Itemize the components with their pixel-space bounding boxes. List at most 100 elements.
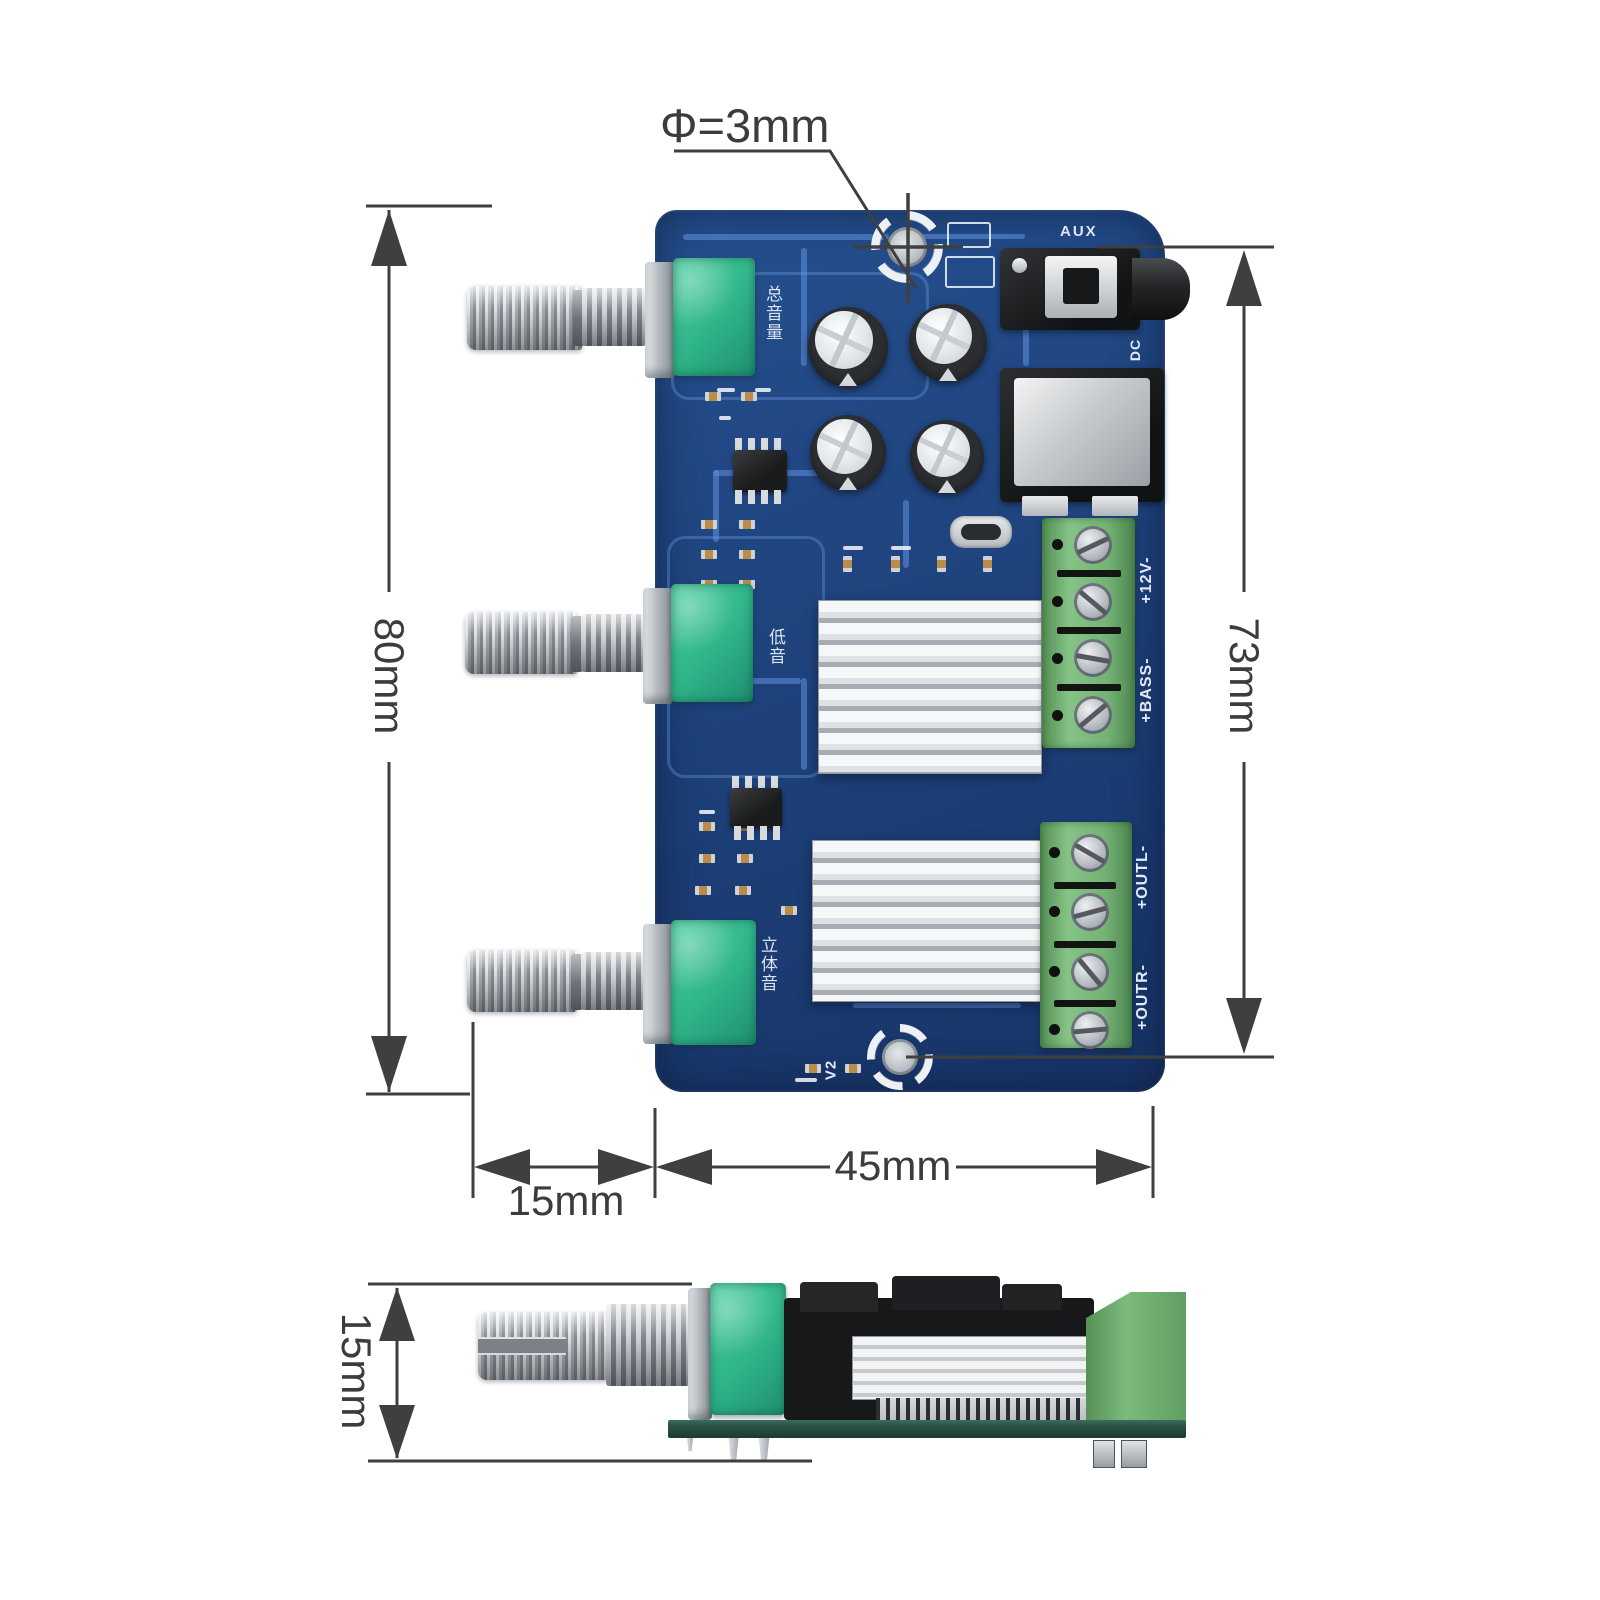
terminal-screw — [1071, 893, 1109, 931]
terminal-screw — [1074, 639, 1112, 677]
smd-resistor — [701, 520, 717, 529]
dc-label: DC — [1127, 338, 1143, 362]
ic-chip-preamp — [733, 450, 787, 492]
terminal-block-output — [1040, 822, 1132, 1049]
dimension-board-thickness: 15mm — [333, 1312, 380, 1430]
smd-resistor — [845, 1064, 861, 1073]
side-solder-pin — [728, 1438, 739, 1462]
copper-trace — [1023, 308, 1029, 366]
wire-hole — [1052, 596, 1063, 607]
volume-knob-label: 总音量 — [763, 285, 782, 342]
side-pot-bushing — [606, 1304, 690, 1386]
capacitor-vent-mark — [939, 368, 957, 381]
screw-slot — [1077, 957, 1103, 988]
copper-trace — [801, 678, 807, 770]
aux-jack-barrel — [1132, 258, 1190, 320]
copper-trace — [903, 500, 909, 568]
wire-hole — [1052, 710, 1063, 721]
side-pot-body — [710, 1283, 786, 1415]
aux-jack — [1000, 248, 1140, 330]
heatsink-amplifier-2 — [812, 840, 1042, 1002]
dc-jack-pin — [1092, 496, 1138, 516]
screw-slot — [1075, 653, 1111, 664]
side-solder-pin — [758, 1438, 770, 1462]
screw-slot — [1076, 536, 1110, 555]
silkscreen-box — [945, 256, 995, 288]
silkscreen-mark — [699, 810, 715, 814]
screw-slot — [1072, 1026, 1108, 1035]
capacitor-top — [916, 307, 973, 365]
pot-volume-bushing — [582, 288, 646, 346]
stereo-knob-label: 立体音 — [758, 936, 777, 993]
electrolytic-capacitor — [910, 420, 984, 494]
side-capacitor-silhouette — [892, 1276, 1000, 1310]
wire-hole — [1049, 906, 1060, 917]
wire-hole — [1052, 653, 1063, 664]
smd-resistor — [739, 550, 755, 559]
terminal-screw — [1074, 526, 1112, 564]
terminal-separator — [1054, 1000, 1116, 1007]
smd-resistor — [699, 854, 715, 863]
silkscreen-mark — [717, 388, 735, 392]
smd-resistor — [737, 854, 753, 863]
terminal-screw — [1074, 583, 1112, 621]
terminal-separator — [1057, 684, 1121, 691]
side-terminal-pin — [1121, 1440, 1147, 1468]
screw-slot — [1078, 702, 1108, 729]
ic-chip-opamp — [730, 788, 782, 828]
crystal-oscillator — [950, 516, 1012, 548]
silkscreen-box — [947, 222, 991, 248]
pot-bass-body — [671, 584, 753, 702]
screw-slot — [1078, 589, 1108, 616]
dc-jack-metal — [1014, 378, 1150, 486]
side-heatsink — [852, 1336, 1092, 1400]
dc-power-jack — [1000, 368, 1164, 502]
dimension-knob-depth: 15mm — [507, 1177, 625, 1224]
screw-slot — [1072, 905, 1108, 920]
silkscreen-mark — [755, 388, 771, 392]
dimension-board-height: 80mm — [366, 617, 413, 735]
electrolytic-capacitor — [808, 307, 888, 387]
smd-resistor — [739, 520, 755, 529]
copper-trace — [683, 234, 889, 240]
pot-stereo-bracket — [643, 924, 673, 1044]
bass-terminal-label: +BASS- — [1138, 657, 1155, 723]
side-ic-pin-row — [876, 1398, 1088, 1422]
smd-resistor — [983, 556, 992, 572]
smd-resistor — [937, 556, 946, 572]
side-capacitor-silhouette — [800, 1282, 878, 1312]
aux-jack-notch — [1063, 268, 1099, 304]
silkscreen-mark — [795, 1078, 817, 1082]
copper-trace — [713, 470, 719, 542]
terminal-block-power — [1042, 518, 1135, 748]
mounting-hole-bottom — [867, 1024, 933, 1090]
wire-hole — [1052, 539, 1063, 550]
dimension-hole-pitch: 73mm — [1221, 617, 1268, 735]
electrolytic-capacitor — [810, 415, 886, 491]
screw-slot — [1074, 842, 1106, 865]
copper-trace — [853, 1003, 1021, 1008]
copper-trace — [905, 234, 1025, 239]
crystal-body — [961, 524, 1001, 540]
power-terminal-label: +12V- — [1138, 556, 1155, 604]
pcb-top-view: AUX DC — [465, 210, 1190, 1092]
copper-trace — [801, 248, 807, 366]
terminal-separator — [1054, 882, 1116, 889]
ic-pins — [735, 490, 785, 504]
side-pot-bracket — [688, 1288, 712, 1420]
out-right-terminal-label: +OUTR- — [1134, 964, 1151, 1030]
dc-jack-pin — [1022, 496, 1068, 516]
terminal-screw — [1074, 696, 1112, 734]
wire-hole — [1049, 847, 1060, 858]
dimension-hole-diameter: Φ=3mm — [660, 99, 830, 152]
smd-resistor — [891, 556, 900, 572]
pot-stereo-shaft — [467, 950, 577, 1012]
version-label: V2 — [822, 1059, 840, 1081]
smd-resistor — [701, 550, 717, 559]
wire-hole — [1049, 966, 1060, 977]
pot-bass-bracket — [643, 588, 673, 704]
pot-volume-body — [673, 258, 755, 376]
pot-bass-shaft — [465, 612, 577, 674]
side-terminal-block — [1086, 1292, 1186, 1422]
pot-volume-bracket — [645, 262, 675, 378]
